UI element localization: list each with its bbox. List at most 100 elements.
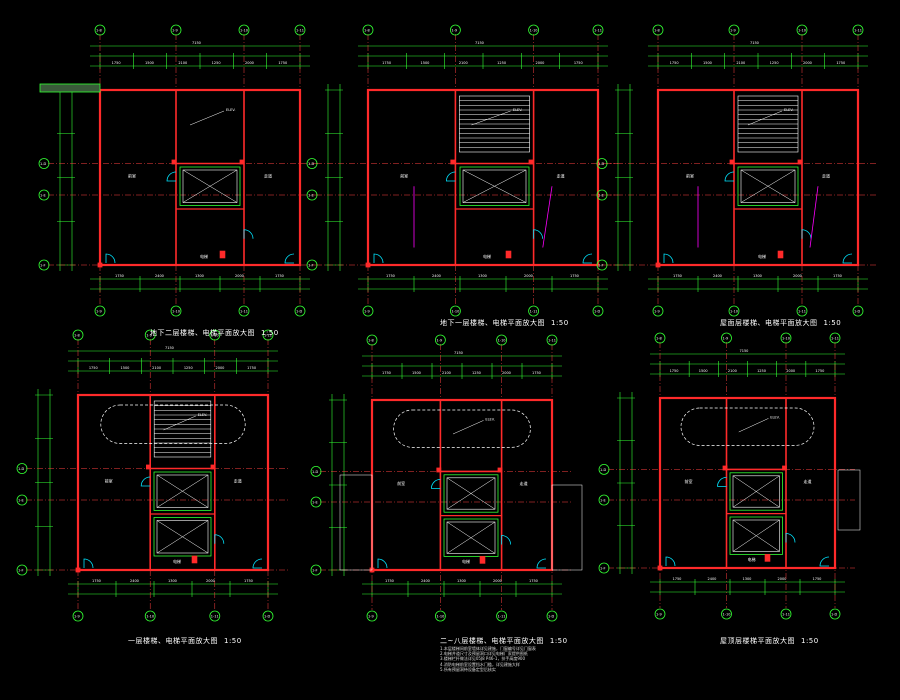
elevator-car xyxy=(462,169,527,203)
axis-bubble-label: 1-10 xyxy=(436,615,444,619)
dim-text: 1250 xyxy=(212,61,221,65)
axis-bubble xyxy=(449,305,461,317)
axis-bubble-label: 1-F xyxy=(40,264,46,268)
door-swing xyxy=(166,171,177,182)
axis-bubble xyxy=(852,305,864,317)
dim-text: 1750 xyxy=(815,369,824,373)
dim-text: 2000 xyxy=(786,369,795,373)
axis-bubble xyxy=(310,496,322,508)
column xyxy=(497,467,503,473)
general-notes: 1.本层楼梯间前室墙体详见建施，门窗编号详见门窗表 2.电梯井道尺寸及预留洞口详… xyxy=(440,646,536,672)
axis-bubble xyxy=(366,334,378,346)
fire-hatch xyxy=(777,250,784,259)
axis-bubble xyxy=(16,494,28,506)
axis-bubble xyxy=(209,329,221,341)
dim-text: 1750 xyxy=(92,579,101,583)
dim-text: 7150 xyxy=(475,41,484,45)
dim-text: 1750 xyxy=(382,61,391,65)
dim-text: 1750 xyxy=(244,579,253,583)
axis-bubble-label: 1-10 xyxy=(723,613,731,617)
dim-text: 7150 xyxy=(165,346,174,350)
axis-bubble-label: 1-11 xyxy=(530,310,538,314)
column xyxy=(528,159,534,165)
elevator-shaft xyxy=(153,471,212,511)
axis-bubble xyxy=(598,494,610,506)
door-swing xyxy=(243,229,254,239)
accent-line xyxy=(809,186,819,248)
dim-text: 1300 xyxy=(168,579,177,583)
axis-bubble-label: 1-9 xyxy=(146,334,152,338)
axis-bubble-label: 1-F xyxy=(308,264,314,268)
axis-bubble xyxy=(596,259,608,271)
dim-text: 1300 xyxy=(457,579,466,583)
axis-bubble xyxy=(796,305,808,317)
fire-hatch xyxy=(191,555,198,564)
elevator-shaft xyxy=(153,517,212,557)
room-label: 前室 xyxy=(105,478,113,484)
dim-text: 1750 xyxy=(89,366,98,370)
room-label: 前室 xyxy=(397,480,405,486)
dim-text: 1500 xyxy=(412,371,421,375)
door-swing xyxy=(536,558,547,569)
room-label: 电梯 xyxy=(483,253,491,259)
axis-bubble xyxy=(592,24,604,36)
column xyxy=(797,159,803,165)
door-swing xyxy=(582,253,593,264)
dim-text: 2000 xyxy=(206,579,215,583)
axis-bubble xyxy=(728,24,740,36)
dim-text: 1250 xyxy=(497,61,506,65)
dim-text: 2000 xyxy=(493,579,502,583)
note-line: 1.本层楼梯间前室墙体详见建施，门窗编号详见门窗表 xyxy=(440,646,536,651)
door-swing xyxy=(501,535,511,545)
note-line: 5.所有预留洞待设备定型后核实 xyxy=(440,666,496,672)
elevator-shaft xyxy=(459,166,530,206)
dim-text: 1750 xyxy=(115,274,124,278)
dim-text: 1500 xyxy=(703,61,712,65)
elevator-car xyxy=(740,169,796,203)
elevator-cross xyxy=(732,519,780,552)
axis-bubble xyxy=(366,610,378,622)
dim-text: 7150 xyxy=(750,41,759,45)
dim-text: 2000 xyxy=(793,274,802,278)
elevator-car xyxy=(446,477,496,510)
axis-bubble xyxy=(496,334,508,346)
dim-text: 2400 xyxy=(421,579,430,583)
axis-bubble xyxy=(362,24,374,36)
dim-text: 1750 xyxy=(673,577,682,581)
axis-bubble-label: 1-10 xyxy=(798,29,806,33)
note-line: 4.消防电梯前室设置挡水门槛，详见建施大样 xyxy=(440,661,520,667)
door-swing xyxy=(252,558,263,569)
axis-bubble-label: 1-D xyxy=(548,615,554,619)
equipment-room xyxy=(339,474,373,571)
dim-text: 1250 xyxy=(472,371,481,375)
axis-bubble xyxy=(829,608,841,620)
axis-bubble xyxy=(434,334,446,346)
axis-bubble xyxy=(654,332,666,344)
axis-bubble xyxy=(209,610,221,622)
exterior-wall xyxy=(76,393,270,572)
axis-bubble-label: 1-D xyxy=(854,310,860,314)
fire-hatch xyxy=(479,556,486,564)
elevator-cross xyxy=(732,475,780,508)
dim-text: 1750 xyxy=(813,577,822,581)
axis-bubble xyxy=(170,24,182,36)
column xyxy=(729,159,735,165)
dim-text: 2100 xyxy=(178,61,187,65)
axis-bubble-label: 1-E xyxy=(18,499,24,503)
leader-line xyxy=(189,110,225,126)
axis-bubble-label: 1-D xyxy=(831,613,837,617)
axis-bubble-label: 1-F xyxy=(18,569,24,573)
dim-text: 1750 xyxy=(278,61,287,65)
axis-bubble-label: 1-11 xyxy=(594,29,602,33)
dim-text: 2100 xyxy=(736,61,745,65)
axis-bubble xyxy=(16,463,28,474)
axis-bubble xyxy=(38,158,50,169)
axis-bubble-label: 1-9 xyxy=(723,337,729,341)
dim-text: 7150 xyxy=(740,349,749,353)
room-label: 电梯 xyxy=(758,253,766,259)
stair-landing-outline xyxy=(680,407,815,446)
dim-text: 1250 xyxy=(757,369,766,373)
axis-bubble xyxy=(170,305,182,317)
